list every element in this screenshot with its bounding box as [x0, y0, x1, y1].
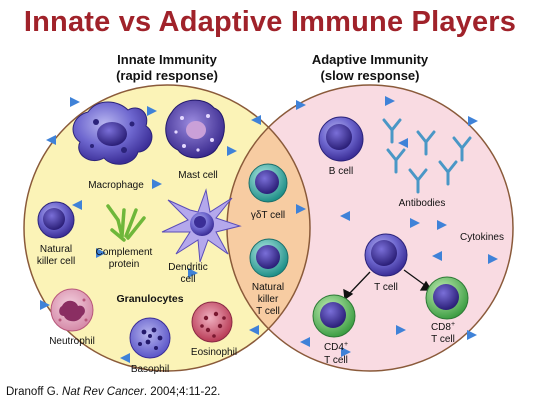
- nk-cell-label-2: killer cell: [37, 256, 75, 267]
- antibodies-icon: [382, 118, 472, 194]
- citation-journal: Nat Rev Cancer: [62, 386, 144, 398]
- neutrophil-label: Neutrophil: [49, 336, 95, 347]
- mast-cell: [165, 99, 225, 159]
- mast-cell-label: Mast cell: [178, 170, 217, 181]
- adaptive-subheading: (slow response): [321, 68, 420, 83]
- basophil-label: Basophil: [131, 364, 169, 375]
- macrophage-label: Macrophage: [88, 180, 144, 191]
- gd-t-cell-label: γδT cell: [251, 210, 285, 221]
- dendritic-label-1: Dendritic: [168, 262, 207, 273]
- cd4-label-2: T cell: [324, 355, 348, 366]
- eosinophil-label: Eosinophil: [191, 347, 237, 358]
- t-cell: [364, 233, 408, 277]
- nkt-label-2: killer: [258, 294, 279, 305]
- page-title: Innate vs Adaptive Immune Players: [23, 6, 517, 38]
- complement-label-2: protein: [109, 259, 140, 270]
- granulocytes-label: Granulocytes: [116, 293, 183, 305]
- nkt-label-3: T cell: [256, 306, 280, 317]
- nk-cell-label-1: Natural: [40, 244, 72, 255]
- citation-author: Dranoff G.: [6, 386, 63, 398]
- dendritic-cell: [161, 188, 242, 263]
- macrophage-cell: [72, 101, 153, 165]
- b-cell: [318, 116, 364, 162]
- citation: Dranoff G. Nat Rev Cancer. 2004;4:11-22.: [6, 386, 220, 398]
- cd8-t-cell: [425, 276, 469, 320]
- cd4-t-cell: [312, 294, 356, 338]
- cytokines-label: Cytokines: [460, 232, 504, 243]
- nkt-label-1: Natural: [252, 282, 284, 293]
- basophil-cell: [129, 317, 171, 359]
- antigen-triangles: [40, 96, 498, 363]
- antibodies-label: Antibodies: [399, 198, 446, 209]
- cd8-label-1: CD8+: [431, 321, 455, 333]
- gd-t-cell: [248, 163, 288, 203]
- innate-heading: Innate Immunity: [117, 52, 217, 67]
- cd8-label-2: T cell: [431, 334, 455, 345]
- innate-subheading: (rapid response): [116, 68, 218, 83]
- neutrophil-cell: [50, 288, 94, 332]
- eosinophil-cell: [191, 301, 233, 343]
- adaptive-heading: Adaptive Immunity: [312, 52, 429, 67]
- dendritic-label-2: cell: [180, 274, 195, 285]
- nkt-cell: [249, 238, 289, 278]
- nk-cell: [37, 201, 75, 239]
- citation-details: . 2004;4:11-22.: [143, 386, 221, 398]
- differentiation-arrows: [343, 269, 433, 301]
- complement-protein: [106, 204, 146, 242]
- t-cell-label: T cell: [374, 282, 398, 293]
- b-cell-label: B cell: [329, 166, 353, 177]
- complement-label-1: Complement: [96, 247, 153, 258]
- cd4-label-1: CD4+: [324, 341, 348, 353]
